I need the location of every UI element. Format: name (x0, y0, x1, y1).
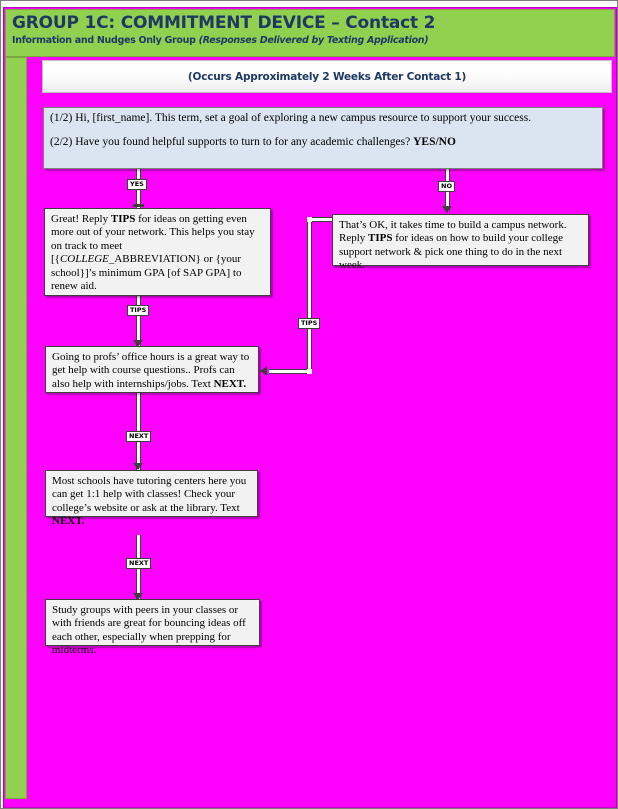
connector-no-corner-top (307, 217, 312, 222)
page-subtitle: Information and Nudges Only Group (Respo… (12, 34, 614, 47)
office-hours-text: Going to profs’ office hours is a great … (52, 351, 250, 390)
yes-branch-text: Great! Reply TIPS for ideas on getting e… (51, 213, 255, 293)
connector-no-to-officehours-top (307, 217, 333, 222)
page-subtitle-plain: Information and Nudges Only Group (12, 35, 199, 46)
node-office-hours[interactable]: Going to profs’ office hours is a great … (45, 346, 259, 393)
edge-label-next-2: NEXT (126, 558, 152, 569)
connector-intro-to-no-head (442, 206, 452, 213)
intro-line-1: (1/2) Hi, [first_name]. This term, set a… (50, 112, 532, 124)
node-tutoring-centers[interactable]: Most schools have tutoring centers here … (45, 470, 258, 527)
intro-line-2: (2/2) Have you found helpful supports to… (50, 136, 596, 149)
connector-no-corner-bottom (307, 369, 312, 374)
connector-no-to-officehours-head (260, 366, 267, 376)
node-study-groups[interactable]: Study groups with peers in your classes … (45, 599, 260, 656)
connector-no-to-officehours-mid (307, 217, 312, 374)
intro-line-2-text: (2/2) Have you found helpful supports to… (50, 136, 414, 149)
node-no-branch[interactable]: That’s OK, it takes time to build a camp… (332, 214, 589, 271)
connector-no-to-officehours-bottom (269, 369, 312, 374)
edge-label-next-1: NEXT (126, 431, 152, 442)
timing-banner-text: (Occurs Approximately 2 Weeks After Cont… (187, 70, 467, 83)
left-green-rail (5, 57, 27, 799)
edge-label-tips-left: TIPS (127, 305, 150, 316)
connector-officehours-to-tutoring-head (133, 463, 143, 470)
node-intro-message[interactable]: (1/2) Hi, [first_name]. This term, set a… (43, 107, 603, 169)
intro-yesno: YES/NO (413, 136, 456, 149)
node-yes-branch[interactable]: Great! Reply TIPS for ideas on getting e… (44, 208, 271, 296)
timing-banner: (Occurs Approximately 2 Weeks After Cont… (42, 60, 612, 93)
edge-label-tips-right: TIPS (298, 318, 321, 329)
connector-intro-to-yes-head (133, 204, 144, 207)
page-title: GROUP 1C: COMMITMENT DEVICE – Contact 2 (12, 13, 436, 33)
edge-label-yes: YES (127, 179, 147, 190)
slide-header-banner: GROUP 1C: COMMITMENT DEVICE – Contact 2 … (5, 9, 615, 57)
page-subtitle-italic: (Responses Delivered by Texting Applicat… (198, 35, 429, 46)
no-branch-text: That’s OK, it takes time to build a camp… (339, 219, 567, 272)
study-groups-text: Study groups with peers in your classes … (52, 604, 246, 657)
connector-tutoring-to-studygroups-head (133, 593, 143, 600)
edge-label-no: NO (438, 181, 455, 192)
connector-yes-to-officehours (136, 296, 141, 346)
tutoring-text: Most schools have tutoring centers here … (52, 475, 247, 528)
connector-yes-to-officehours-head (133, 340, 143, 347)
